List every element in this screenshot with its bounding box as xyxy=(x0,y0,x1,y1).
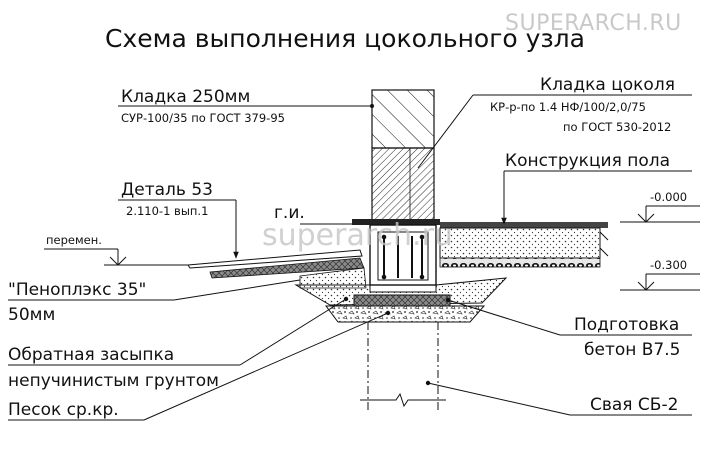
waterproofing-layer xyxy=(352,219,440,225)
label-detail-53-ref: 2.110-1 вып.1 xyxy=(126,204,208,218)
pile xyxy=(360,322,446,410)
wall-masonry xyxy=(371,89,435,149)
callout-floor: Конструкция пола xyxy=(501,151,692,225)
label-sand: Песок ср.кр. xyxy=(8,400,119,420)
label-pile: Свая СБ-2 xyxy=(590,395,678,415)
grillage-beam xyxy=(369,224,437,286)
label-backfill-2: непучинистым грунтом xyxy=(8,371,219,391)
label-plinth-masonry-spec1: КР-р-по 1.4 НФ/100/2,0/75 xyxy=(490,100,646,114)
label-floor-construction: Конструкция пола xyxy=(505,151,670,171)
label-variable: перемен. xyxy=(46,233,102,247)
label-preparation: Подготовка xyxy=(574,315,679,335)
level-minus-300: -0.300 xyxy=(620,258,700,291)
sand-layer xyxy=(325,305,486,323)
label-penoplex: "Пеноплэкс 35" xyxy=(8,280,146,300)
label-penoplex-thickness: 50мм xyxy=(8,305,55,325)
callout-sand: Песок ср.кр. xyxy=(8,310,391,421)
level-zero: -0.000 xyxy=(620,190,700,223)
watermark-center: superarch.ru xyxy=(262,218,453,253)
level-variable: перемен. xyxy=(44,233,188,266)
callout-masonry-250: Кладка 250мм СУР-100/35 по ГОСТ 379-95 xyxy=(118,87,374,125)
label-plinth-masonry-spec2: по ГОСТ 530-2012 xyxy=(563,120,671,134)
floor-construction xyxy=(439,222,609,268)
concrete-preparation xyxy=(353,294,451,307)
blind-area xyxy=(187,249,367,289)
callout-preparation: Подготовка бетон В7.5 xyxy=(445,297,692,360)
callout-penoplex: "Пеноплэкс 35" 50мм xyxy=(8,279,301,325)
label-masonry-250-spec: СУР-100/35 по ГОСТ 379-95 xyxy=(121,111,285,125)
label-waterproofing: г.и. xyxy=(274,203,305,223)
label-concrete: бетон В7.5 xyxy=(584,340,680,360)
callout-detail-53: Деталь 53 2.110-1 вып.1 xyxy=(118,180,239,259)
label-plinth-masonry: Кладка цоколя xyxy=(540,75,675,95)
callout-pile: Свая СБ-2 xyxy=(425,380,692,416)
callout-plinth-masonry: Кладка цоколя КР-р-по 1.4 НФ/100/2,0/75 … xyxy=(417,75,692,169)
label-level-zero: -0.000 xyxy=(650,190,687,204)
label-masonry-250: Кладка 250мм xyxy=(121,87,250,107)
label-backfill-1: Обратная засыпка xyxy=(8,345,174,365)
label-level-minus: -0.300 xyxy=(650,258,687,272)
label-detail-53: Деталь 53 xyxy=(121,180,213,200)
callout-backfill: Обратная засыпка непучинистым грунтом xyxy=(8,296,349,391)
watermark-top: SUPERARCH.RU xyxy=(505,11,682,36)
diagram-title: Схема выполнения цокольного узла xyxy=(105,24,585,53)
